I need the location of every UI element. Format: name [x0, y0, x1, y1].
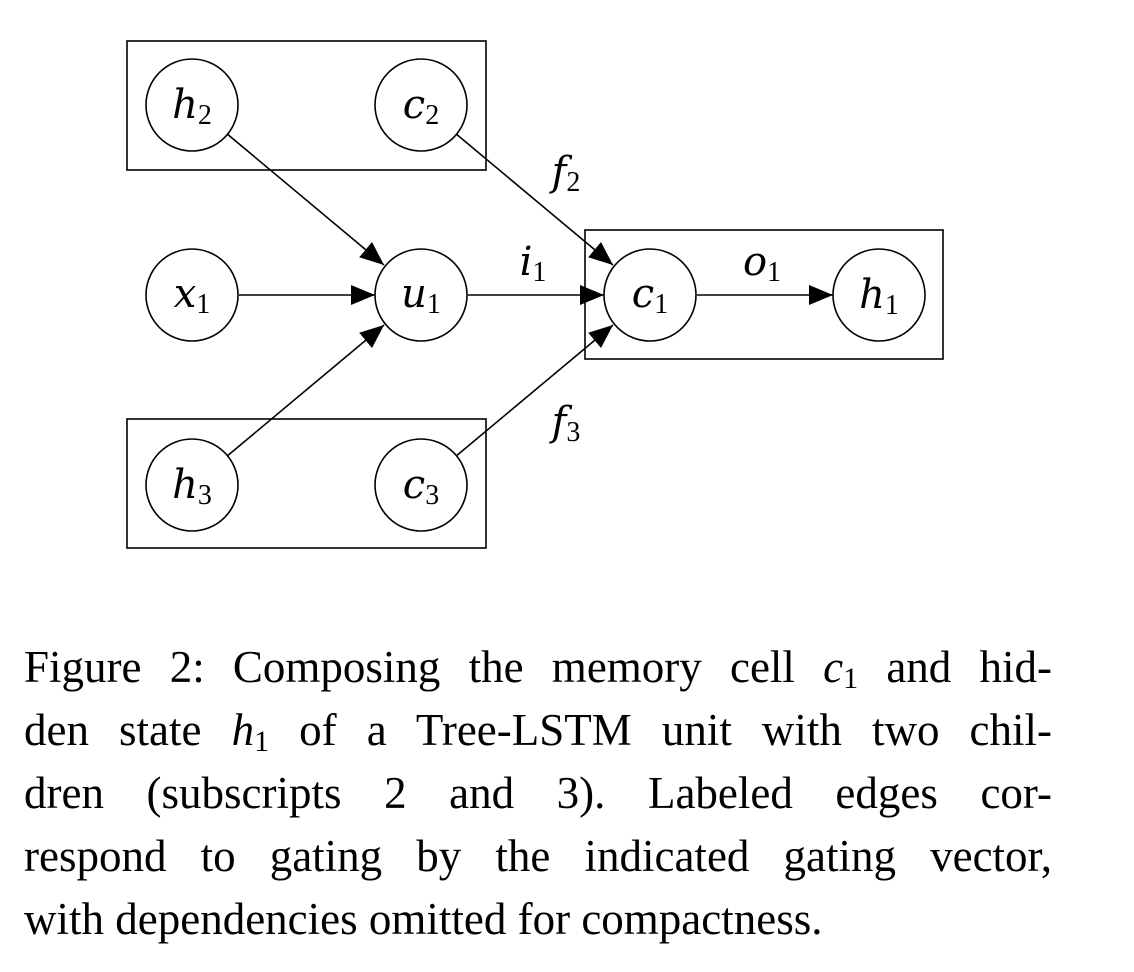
- edge-label-f2: f2: [549, 149, 581, 198]
- caption-line-2: den state h1 of a Tree-LSTM unit with tw…: [24, 705, 1052, 758]
- caption-line-5: with dependencies omitted for compactnes…: [24, 894, 823, 944]
- svg-text:h3: h3: [172, 462, 212, 511]
- node-h3: h3: [145, 438, 239, 532]
- node-c1: c1: [603, 248, 697, 342]
- child3-group-box: [126, 418, 487, 549]
- svg-text:c2: c2: [403, 82, 439, 131]
- caption-line-1: Figure 2: Composing the memory cell c1 a…: [24, 642, 1052, 695]
- svg-text:u1: u1: [401, 271, 441, 320]
- child2-group-box: [126, 40, 487, 171]
- edge-label-i1: i1: [520, 239, 547, 288]
- node-c3: c3: [374, 438, 468, 532]
- svg-text:x1: x1: [174, 271, 211, 320]
- edge-label-f3: f3: [549, 399, 581, 448]
- svg-text:c3: c3: [403, 462, 439, 511]
- node-u1: u1: [374, 248, 468, 342]
- node-c2: c2: [374, 58, 468, 152]
- node-h2: h2: [145, 58, 239, 152]
- node-h1: h1: [832, 248, 926, 342]
- tree-lstm-diagram: h2 c2 x1 u1 c1 h1 h3 c3 f2 i1 o1 f3: [126, 40, 944, 549]
- svg-text:h1: h1: [859, 272, 899, 321]
- edge-h3-u1: [225, 324, 385, 458]
- node-x1: x1: [145, 248, 239, 342]
- svg-text:c1: c1: [632, 271, 668, 320]
- caption-line-4: respond to gating by the indicated gatin…: [24, 831, 1052, 881]
- edge-c2-c1: [454, 132, 614, 266]
- edge-label-o1: o1: [743, 239, 781, 288]
- caption-line-3: dren (subscripts 2 and 3). Labeled edges…: [24, 768, 1052, 818]
- edge-h2-u1: [225, 132, 385, 266]
- figure-caption: Figure 2: Composing the memory cell c1 a…: [24, 636, 1052, 951]
- edge-c3-c1: [454, 324, 614, 458]
- svg-text:h2: h2: [172, 82, 212, 131]
